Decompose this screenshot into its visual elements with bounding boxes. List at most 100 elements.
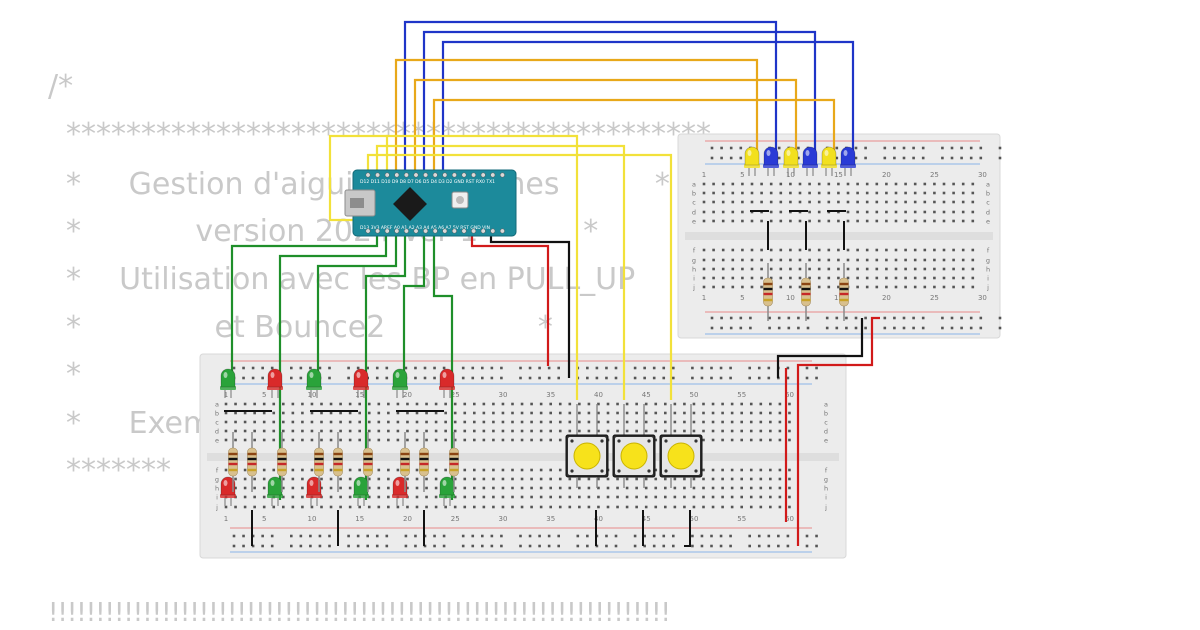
rail-hole — [662, 544, 666, 548]
hole — [434, 486, 438, 490]
rail-hole — [404, 366, 408, 370]
column-label: 30 — [498, 391, 507, 399]
hole — [778, 411, 782, 415]
hole — [942, 210, 946, 214]
hole — [971, 200, 975, 204]
rail-hole — [979, 316, 983, 320]
hole — [339, 486, 342, 490]
hole — [654, 411, 658, 415]
rail-hole — [864, 156, 867, 160]
hole — [740, 505, 743, 509]
hole — [837, 200, 840, 204]
hole — [329, 495, 333, 499]
hole — [348, 486, 352, 490]
hole — [769, 438, 772, 442]
hole — [463, 402, 467, 406]
bottom-pin-labels: D13 3V3 AREF A0 A1 A2 A3 A4 A5 A6 A7 5V … — [360, 225, 490, 231]
hole — [530, 505, 533, 509]
rail-hole — [356, 534, 360, 538]
hole — [837, 191, 840, 195]
comment-line-5: * Utilisation avec les BP en PULL_UP — [66, 262, 636, 297]
column-label: 50 — [689, 515, 698, 523]
hole — [492, 495, 495, 499]
led-highlight — [395, 372, 400, 378]
hole — [358, 438, 361, 442]
resistor-body — [419, 447, 429, 477]
hole — [721, 429, 724, 433]
hole — [282, 505, 285, 509]
resistor-band — [801, 298, 811, 302]
hole — [262, 420, 266, 424]
hole — [817, 276, 821, 280]
hole — [387, 402, 390, 406]
column-label: 45 — [642, 515, 651, 523]
hole — [885, 285, 888, 289]
column-label: 5 — [262, 391, 266, 399]
hole — [558, 402, 562, 406]
hole — [282, 420, 285, 424]
hole — [702, 210, 706, 214]
wire-yellow — [328, 134, 388, 222]
rail-hole — [835, 156, 839, 160]
hole — [760, 191, 763, 195]
hole — [788, 477, 791, 481]
rail-hole — [729, 156, 733, 160]
hole — [673, 420, 677, 424]
hole — [291, 505, 295, 509]
hole — [387, 495, 390, 499]
hole — [387, 486, 390, 490]
hole — [606, 477, 610, 481]
hole — [913, 258, 917, 262]
hole — [587, 429, 591, 433]
hole — [721, 210, 725, 214]
hole — [769, 505, 772, 509]
hole — [749, 402, 753, 406]
row-label: h — [692, 266, 696, 274]
rail-hole — [768, 326, 771, 330]
rail-hole — [242, 534, 245, 538]
hole — [673, 495, 677, 499]
rail-hole — [414, 534, 417, 538]
resistor-band — [333, 462, 343, 466]
rail-hole — [777, 326, 781, 330]
hole — [904, 182, 907, 186]
hole — [961, 267, 965, 271]
hole — [387, 411, 390, 415]
hole — [329, 468, 333, 472]
rail-hole — [960, 316, 963, 320]
rail-hole — [883, 146, 887, 150]
hole — [425, 477, 428, 481]
rail-hole — [710, 544, 713, 548]
hole — [894, 285, 898, 289]
hole — [760, 258, 763, 262]
hole — [904, 267, 907, 271]
hole — [358, 505, 361, 509]
hole — [511, 402, 514, 406]
hole — [730, 411, 734, 415]
resistor-body — [314, 447, 324, 477]
rail-hole — [998, 316, 1002, 320]
hole — [721, 219, 725, 223]
hole — [348, 477, 352, 481]
rail-hole — [251, 376, 255, 380]
hole — [759, 420, 763, 424]
hole — [827, 258, 831, 262]
wire-blue — [403, 20, 778, 172]
hole — [778, 486, 782, 490]
rail-hole — [328, 534, 331, 538]
rail-hole — [835, 316, 839, 320]
hole — [530, 477, 533, 481]
hole — [367, 486, 371, 490]
hole — [779, 248, 783, 252]
rail-hole — [729, 534, 732, 538]
row-label: c — [692, 199, 696, 207]
hole — [730, 429, 734, 433]
hole — [644, 402, 648, 406]
hole — [759, 486, 763, 490]
rail-hole — [748, 534, 751, 538]
rail-hole — [700, 376, 704, 380]
rail-hole — [719, 376, 723, 380]
hole — [789, 200, 792, 204]
hole — [923, 258, 927, 262]
hole — [759, 411, 763, 415]
